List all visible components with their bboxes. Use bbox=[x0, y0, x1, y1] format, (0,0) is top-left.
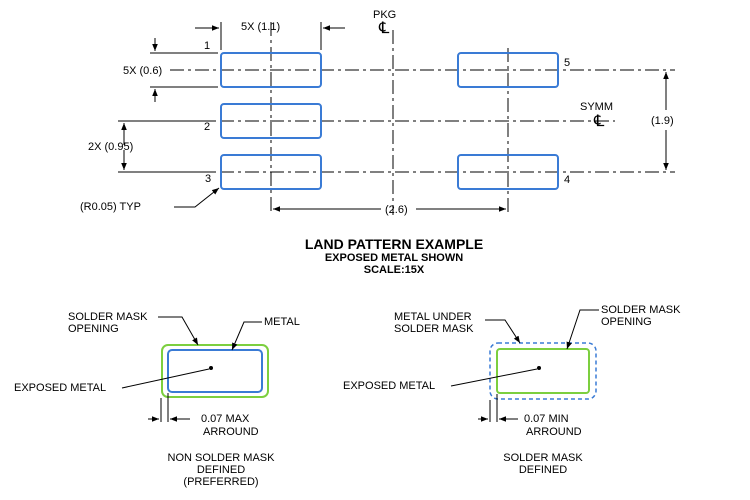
dim-pad-height: 5X (0.6) bbox=[123, 65, 162, 77]
smd-mask-opening-label-2: OPENING bbox=[601, 316, 652, 328]
smd-clearance-2: ARROUND bbox=[526, 426, 582, 438]
title-main: LAND PATTERN EXAMPLE bbox=[305, 236, 483, 252]
radius-note: (R0.05) TYP bbox=[80, 201, 141, 213]
title-sub2: SCALE:15X bbox=[364, 264, 425, 276]
nsmd-caption-3: (PREFERRED) bbox=[183, 476, 258, 488]
dim-span-x: (2.6) bbox=[385, 204, 408, 216]
smd-mask-opening-label-1: SOLDER MASK bbox=[601, 304, 681, 316]
dim-pad-width: 5X (1.1) bbox=[241, 21, 280, 33]
smd-clearance-1: 0.07 MIN bbox=[524, 413, 569, 425]
dim-pitch: 2X (0.95) bbox=[88, 141, 133, 153]
dim-span-y: (1.9) bbox=[651, 115, 674, 127]
nsmd-metal bbox=[167, 349, 263, 393]
nsmd-metal-label: METAL bbox=[264, 316, 300, 328]
pad-3 bbox=[220, 154, 322, 190]
smd-mask-opening bbox=[496, 348, 590, 394]
symm-centerline-symbol: ℄ bbox=[593, 113, 605, 130]
nsmd-clearance-1: 0.07 MAX bbox=[201, 413, 250, 425]
pad-5 bbox=[457, 52, 559, 88]
nsmd-mask-opening-label-1: SOLDER MASK bbox=[68, 311, 148, 323]
pin-1-label: 1 bbox=[204, 40, 210, 52]
nsmd-exposed-metal-label: EXPOSED METAL bbox=[14, 382, 106, 394]
nsmd-clearance-2: ARROUND bbox=[203, 426, 259, 438]
pad-4 bbox=[457, 154, 559, 190]
pad-2 bbox=[220, 103, 322, 139]
pin-3-label: 3 bbox=[205, 173, 211, 185]
pin-4-label: 4 bbox=[564, 174, 570, 186]
pkg-centerline-symbol: ℄ bbox=[378, 20, 390, 37]
smd-caption-2: DEFINED bbox=[519, 464, 567, 476]
smd-metal-under-label-1: METAL UNDER bbox=[394, 311, 472, 323]
pkg-label: PKG bbox=[373, 9, 396, 21]
smd-metal-under-label-2: SOLDER MASK bbox=[394, 323, 474, 335]
pad-1 bbox=[220, 52, 322, 88]
nsmd-mask-opening-label-2: OPENING bbox=[68, 323, 119, 335]
nsmd-caption-1: NON SOLDER MASK bbox=[168, 452, 276, 464]
title-sub1: EXPOSED METAL SHOWN bbox=[325, 252, 463, 264]
nsmd-caption-2: DEFINED bbox=[197, 464, 245, 476]
nsmd-mask-opening bbox=[161, 344, 269, 398]
smd-metal-under-mask bbox=[489, 342, 597, 400]
symm-label: SYMM bbox=[580, 101, 613, 113]
pin-2-label: 2 bbox=[204, 121, 210, 133]
smd-caption-1: SOLDER MASK bbox=[503, 452, 583, 464]
smd-exposed-metal-label: EXPOSED METAL bbox=[343, 380, 435, 392]
pin-5-label: 5 bbox=[564, 57, 570, 69]
